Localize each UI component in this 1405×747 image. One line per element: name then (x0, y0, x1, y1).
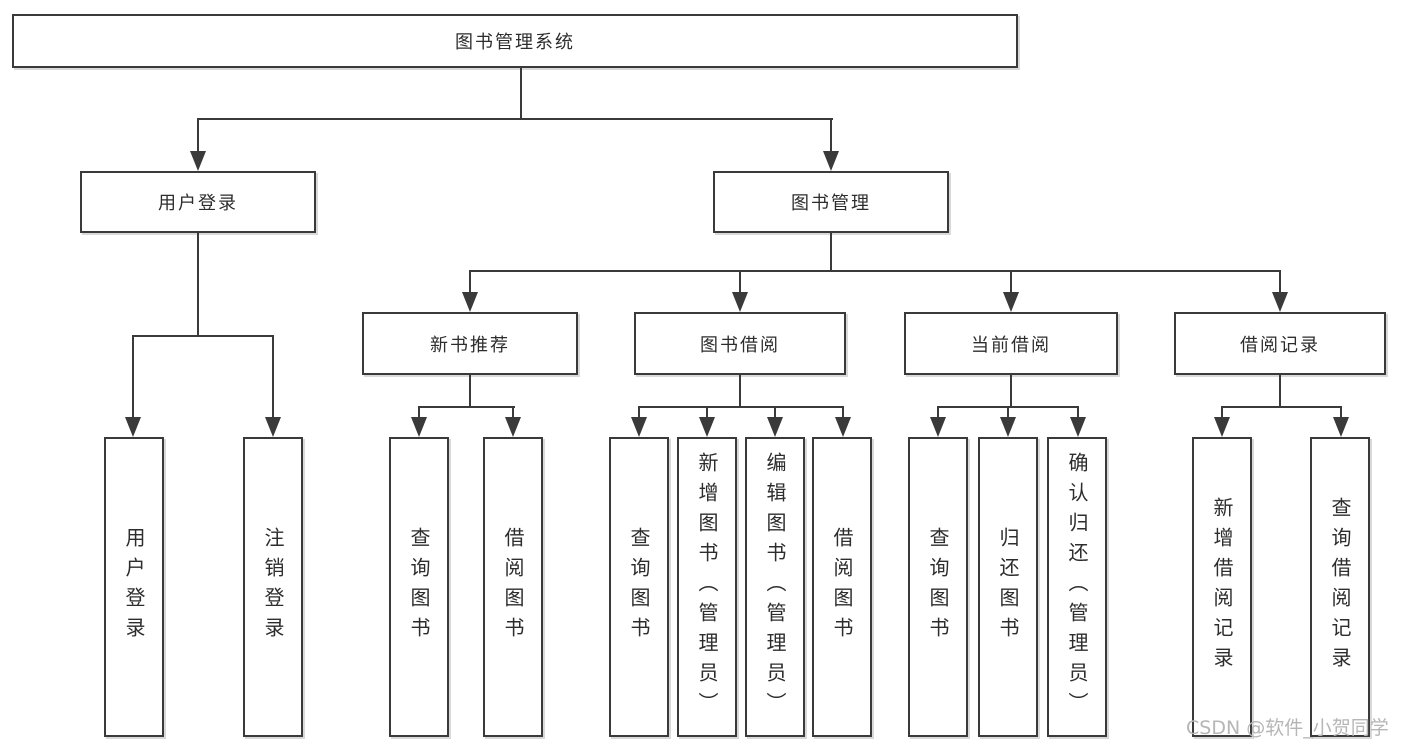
arrow-down-icon (1000, 417, 1016, 437)
connector (132, 335, 274, 337)
node-label: 用户登录 (122, 527, 146, 647)
arrow-down-icon (411, 417, 427, 437)
connector (197, 118, 833, 120)
connector (418, 406, 515, 408)
node-library-management-system: 图书管理系统 (12, 14, 1018, 68)
connector (197, 118, 199, 154)
connector (1010, 270, 1012, 296)
arrow-down-icon (265, 417, 281, 437)
node-label: 新书推荐 (430, 334, 510, 356)
node-query-borrow-record: 查询借阅记录 (1310, 437, 1370, 737)
node-user-login: 用户登录 (80, 171, 316, 233)
node-book-management: 图书管理 (713, 171, 949, 233)
csdn-watermark: CSDN @软件_小贺同学 (1186, 717, 1389, 739)
connector (469, 270, 1281, 272)
arrow-down-icon (125, 417, 141, 437)
node-label: 查询借阅记录 (1328, 497, 1352, 677)
connector (1279, 270, 1281, 296)
connector (469, 375, 471, 406)
node-confirm-return-admin: 确认归还（管理员） (1047, 437, 1107, 737)
node-query-book: 查询图书 (389, 437, 449, 737)
connector (1010, 375, 1012, 406)
connector (830, 118, 832, 154)
node-label: 借阅图书 (830, 527, 854, 647)
connector (418, 406, 420, 420)
arrow-down-icon (631, 417, 647, 437)
connector (1007, 406, 1009, 420)
node-label: 借阅记录 (1240, 334, 1320, 356)
connector (937, 406, 939, 420)
node-logout: 注销登录 (243, 437, 303, 737)
node-label: 借阅图书 (501, 527, 525, 647)
node-query-book: 查询图书 (609, 437, 669, 737)
node-add-book-admin: 新增图书（管理员） (677, 437, 737, 737)
connector (830, 231, 832, 270)
connector (512, 406, 514, 420)
connector (739, 270, 741, 296)
node-label: 图书管理 (791, 193, 871, 214)
node-label: 注销登录 (261, 527, 285, 647)
connector (272, 335, 274, 419)
node-label: 编辑图书（管理员） (763, 452, 787, 722)
arrow-down-icon (1070, 417, 1086, 437)
connector (706, 406, 708, 420)
arrow-down-icon (1214, 417, 1230, 437)
node-current-borrowing: 当前借阅 (904, 312, 1118, 375)
node-label: 查询图书 (627, 527, 651, 647)
node-label: 查询图书 (407, 527, 431, 647)
connector (469, 270, 471, 296)
connector (638, 406, 640, 420)
connector (842, 406, 844, 420)
node-label: 当前借阅 (971, 334, 1051, 356)
node-return-book: 归还图书 (978, 437, 1038, 737)
connector (520, 68, 522, 120)
connector (1221, 406, 1223, 420)
node-label: 确认归还（管理员） (1065, 452, 1089, 722)
arrow-down-icon (767, 417, 783, 437)
arrow-down-icon (462, 292, 478, 312)
connector (132, 335, 134, 419)
connector (1279, 375, 1281, 406)
connector (1077, 406, 1079, 420)
connector (1221, 406, 1342, 408)
node-add-borrow-record: 新增借阅记录 (1192, 437, 1252, 737)
arrow-down-icon (835, 417, 851, 437)
node-edit-book-admin: 编辑图书（管理员） (745, 437, 805, 737)
arrow-down-icon (1333, 417, 1349, 437)
node-new-book-recommendation: 新书推荐 (362, 312, 578, 375)
arrow-down-icon (505, 417, 521, 437)
arrow-down-icon (1272, 292, 1288, 312)
connector (739, 375, 741, 406)
connector (197, 231, 199, 335)
node-label: 新增借阅记录 (1210, 497, 1234, 677)
arrow-down-icon (930, 417, 946, 437)
node-borrow-book: 借阅图书 (483, 437, 543, 737)
arrow-down-icon (190, 151, 206, 171)
node-label: 新增图书（管理员） (695, 452, 719, 722)
node-borrowing-records: 借阅记录 (1174, 312, 1386, 375)
arrow-down-icon (823, 151, 839, 171)
node-label: 查询图书 (926, 527, 950, 647)
node-label: 图书借阅 (700, 334, 780, 356)
node-label: 用户登录 (158, 193, 238, 214)
connector (774, 406, 776, 420)
node-user-login-action: 用户登录 (104, 437, 164, 737)
arrow-down-icon (1003, 292, 1019, 312)
arrow-down-icon (732, 292, 748, 312)
arrow-down-icon (699, 417, 715, 437)
node-query-book: 查询图书 (908, 437, 968, 737)
node-label: 图书管理系统 (455, 32, 575, 53)
connector (1340, 406, 1342, 420)
node-borrow-book: 借阅图书 (812, 437, 872, 737)
connector (638, 406, 844, 408)
node-book-borrowing: 图书借阅 (634, 312, 846, 375)
node-label: 归还图书 (996, 527, 1020, 647)
